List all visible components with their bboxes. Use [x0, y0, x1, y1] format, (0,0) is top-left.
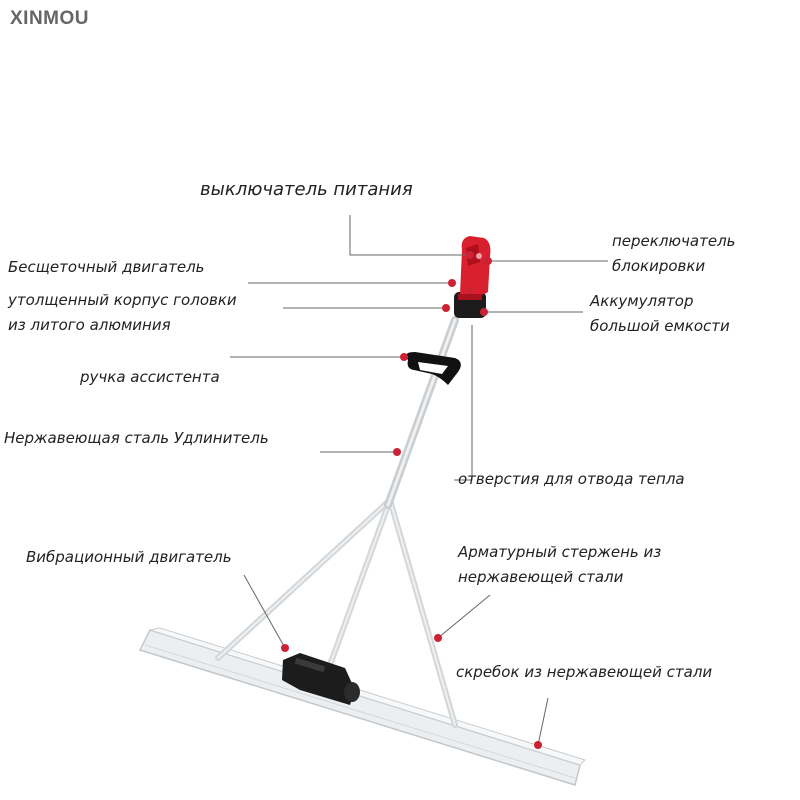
label-head-housing: утолщенный корпус головки из литого алюм…	[8, 291, 237, 334]
motor-head	[454, 236, 491, 318]
callout-dots	[281, 251, 542, 749]
callout-dot	[393, 448, 401, 456]
label-brushless-motor: Бесщеточный двигатель	[8, 258, 205, 276]
rebar-legs	[215, 497, 458, 728]
assist-handle	[406, 352, 461, 385]
callout-dot	[442, 304, 450, 312]
label-rebar: Арматурный стержень из нержавеющей стали	[458, 543, 662, 586]
brand-logo: XINMOU	[10, 8, 89, 29]
label-heat-vents: отверстия для отвода тепла	[458, 470, 685, 488]
callout-dot	[466, 286, 474, 294]
label-scraper: скребок из нержавеющей стали	[456, 663, 713, 681]
label-battery: Аккумулятор большой емкости	[590, 292, 730, 335]
callout-dot	[400, 353, 408, 361]
scraper-blade	[138, 627, 586, 786]
label-lock-switch: переключатель блокировки	[612, 232, 736, 275]
callout-dot	[448, 279, 456, 287]
extension-pole	[384, 316, 459, 509]
callout-dot	[281, 644, 289, 652]
callout-dot	[434, 634, 442, 642]
vibration-motor	[282, 653, 360, 705]
callout-dot	[484, 257, 492, 265]
label-assist-handle: ручка ассистента	[80, 368, 220, 386]
callout-dot	[534, 741, 542, 749]
label-vibration-motor: Вибрационный двигатель	[26, 548, 232, 566]
callout-dot	[480, 308, 488, 316]
label-extension: Нержавеющая сталь Удлинитель	[4, 429, 269, 447]
leader-lines	[230, 215, 608, 746]
label-power-switch: выключатель питания	[200, 179, 413, 200]
callout-dot	[466, 251, 474, 259]
